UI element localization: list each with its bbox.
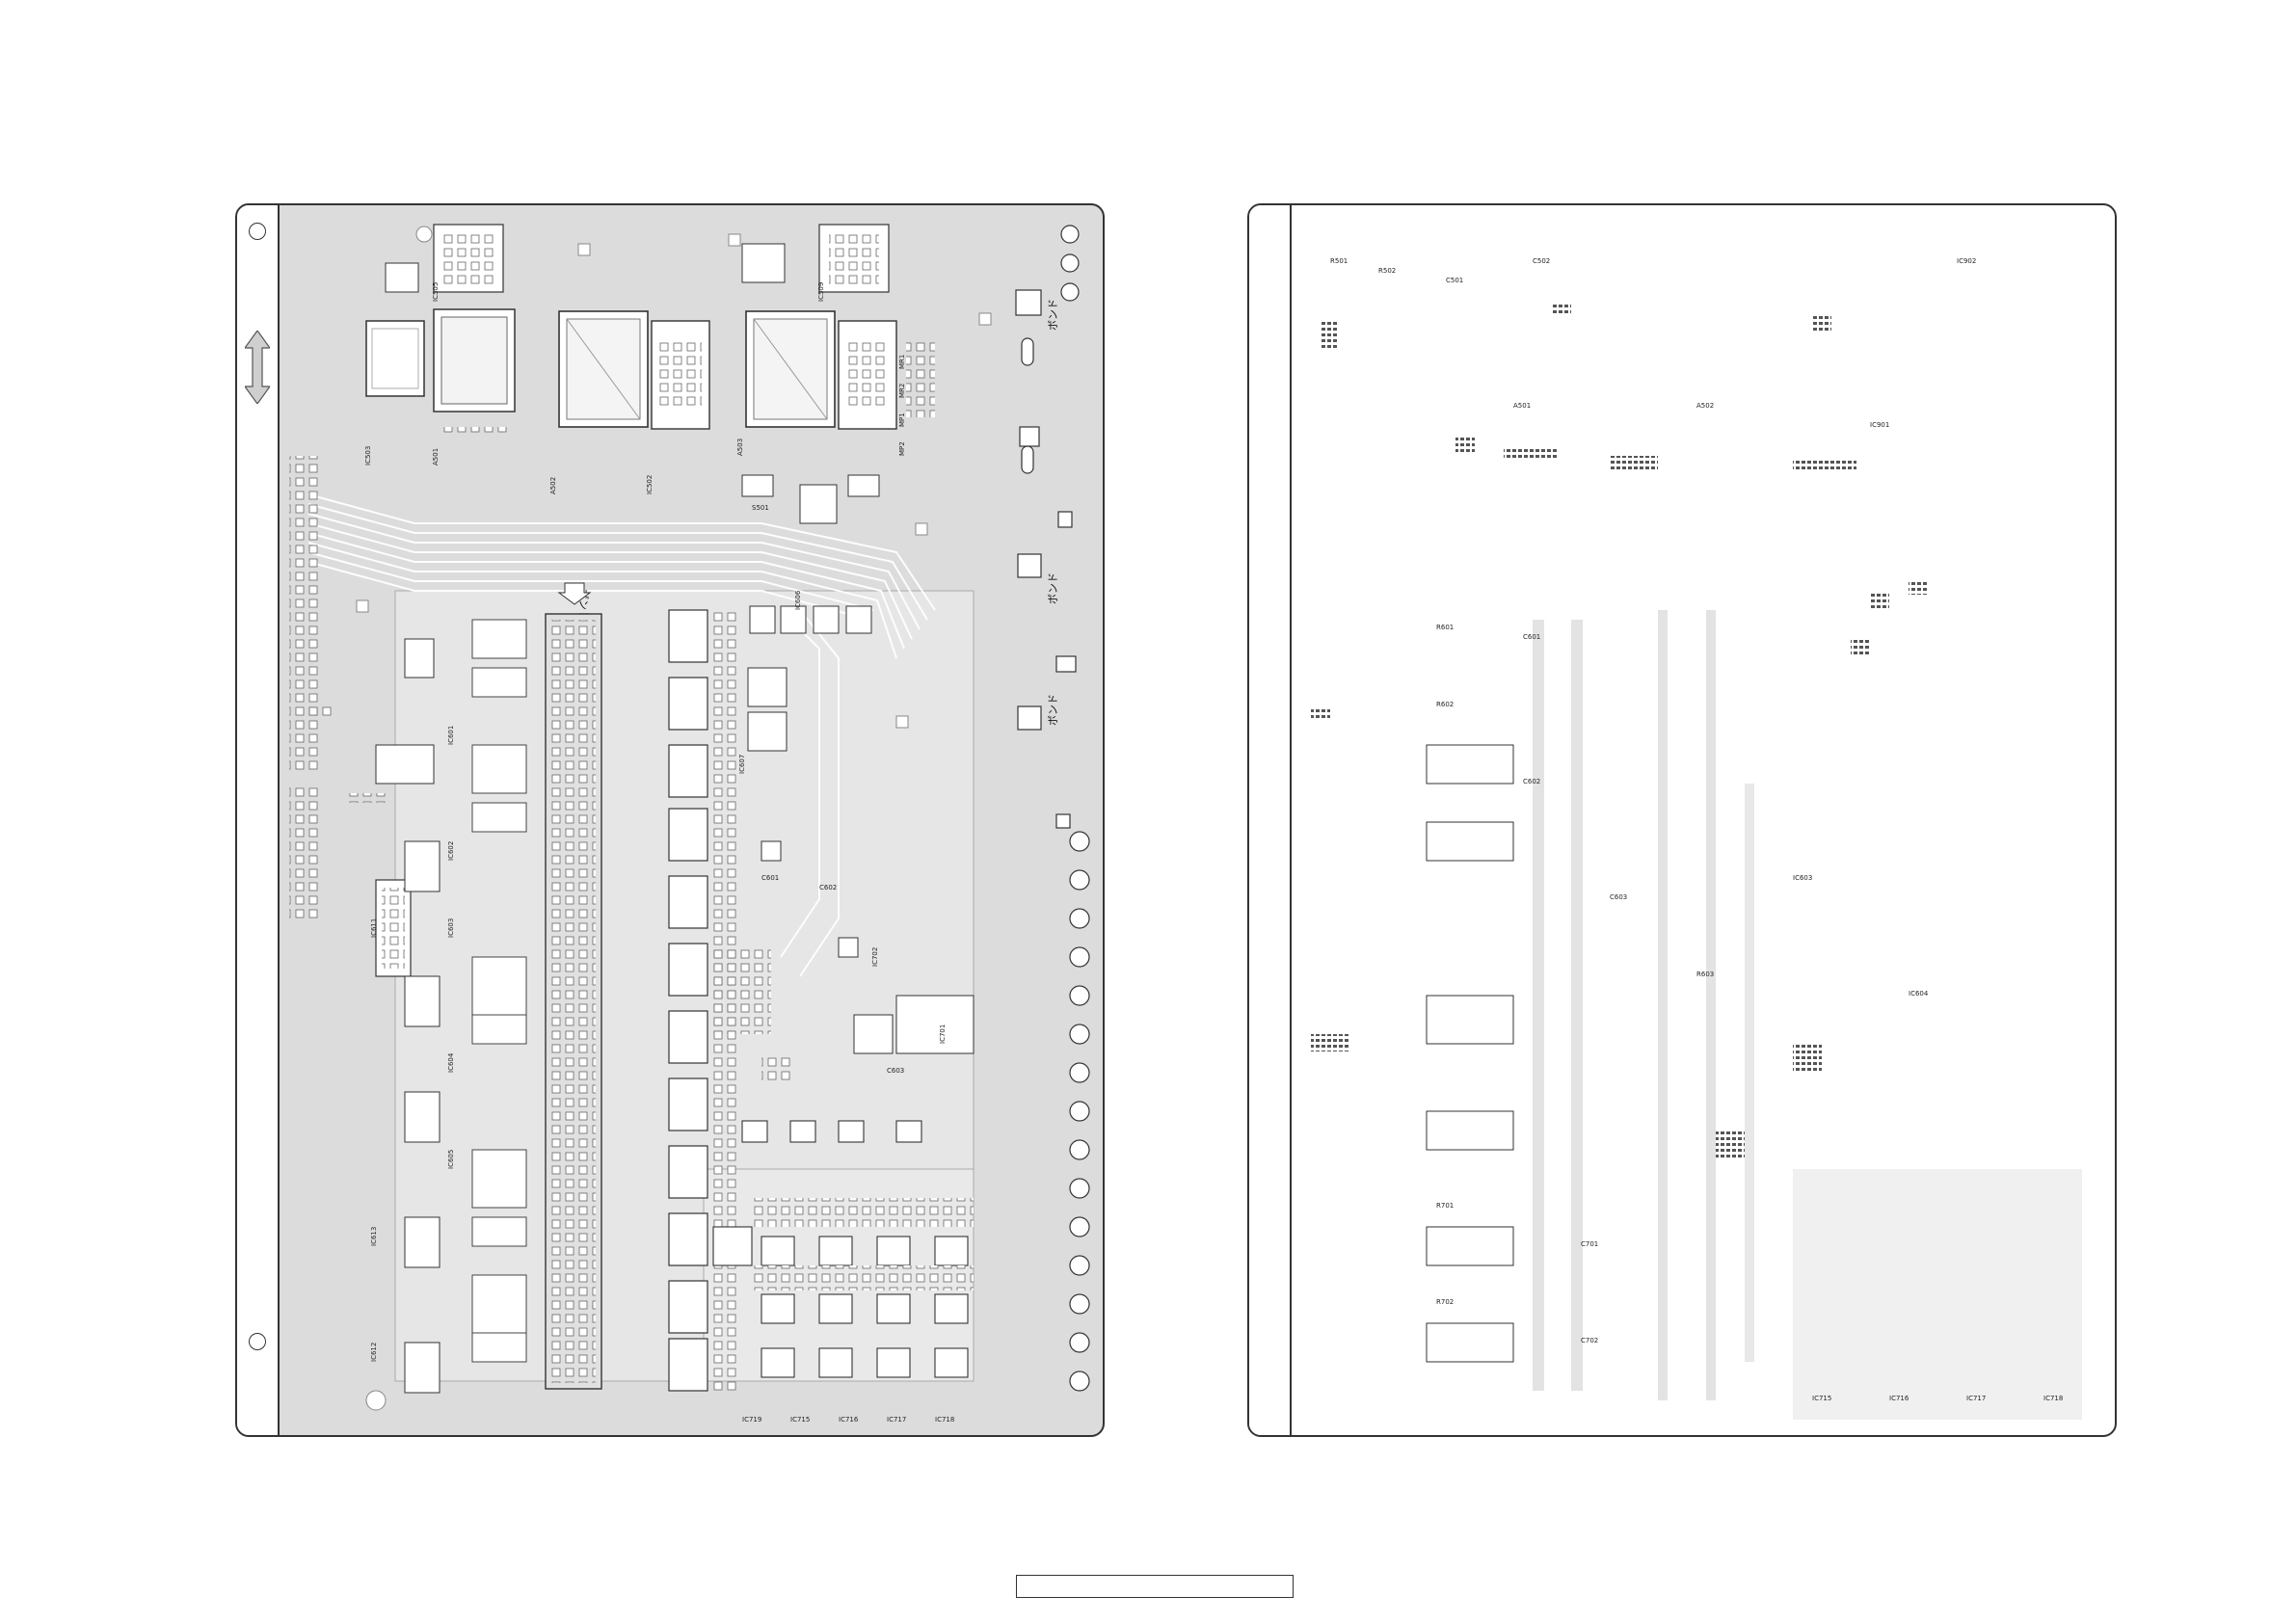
ic-label: IC605 [447, 1150, 455, 1169]
part-label: C603 [1610, 893, 1627, 901]
part-label: IC901 [1870, 421, 1889, 429]
ic-label: S501 [752, 504, 769, 512]
part-label: R702 [1436, 1298, 1454, 1306]
ic-label: IC719 [742, 1416, 761, 1423]
part-label: IC718 [2043, 1395, 2063, 1402]
ic-label: IC601 [447, 726, 455, 745]
part-label: R603 [1696, 971, 1714, 978]
ic-label: IC715 [790, 1416, 810, 1423]
ic-label: A501 [432, 448, 440, 466]
part-label: R602 [1436, 701, 1454, 708]
part-label: C701 [1581, 1240, 1598, 1248]
ic-label: IC717 [887, 1416, 906, 1423]
part-label: C602 [1523, 778, 1540, 785]
pcb-layout-right: R501 R502 C501 C502 A501 A502 IC901 IC90… [1311, 257, 2082, 1420]
ic-label: C602 [819, 884, 837, 891]
pcb-component-side: ボンド ボンド ボンド ボンド [235, 203, 1105, 1437]
part-label: R601 [1436, 624, 1454, 631]
part-label: R701 [1436, 1202, 1454, 1210]
ic-label: IC716 [839, 1416, 859, 1423]
ic-label: MR2 [898, 384, 906, 398]
part-label: IC902 [1957, 257, 1976, 265]
bond-label: ボンド [1047, 572, 1059, 604]
bond-label: ボンド [1047, 694, 1059, 726]
part-label: IC715 [1812, 1395, 1831, 1402]
ic-label: IC505 [432, 282, 440, 302]
ic-label: IC606 [794, 590, 802, 610]
pcb-solder-side: R501 R502 C501 C502 A501 A502 IC901 IC90… [1247, 203, 2117, 1437]
ic-label: IC702 [871, 947, 879, 967]
part-label: IC603 [1793, 874, 1812, 882]
part-label: A501 [1513, 402, 1531, 410]
double-arrow-icon [245, 331, 270, 404]
ic-label: MR1 [898, 355, 906, 369]
mounting-hole [249, 223, 266, 240]
footer-box [1016, 1575, 1294, 1598]
part-label: IC604 [1909, 990, 1929, 998]
ic-label: C603 [887, 1067, 904, 1075]
part-label: C502 [1533, 257, 1550, 265]
ic-label: IC611 [370, 918, 378, 938]
part-label: R502 [1378, 267, 1396, 275]
ic-label: A503 [736, 439, 744, 456]
ic-label: IC602 [447, 841, 455, 861]
ic-label: A502 [549, 477, 557, 494]
part-label: IC716 [1889, 1395, 1909, 1402]
ic-label: IC613 [370, 1227, 378, 1246]
board-rail [1249, 205, 1292, 1435]
part-label: C702 [1581, 1337, 1598, 1344]
pcb-layout-left: ボンド ボンド ボンド ボンド [289, 224, 1090, 1423]
ic-label: IC612 [370, 1343, 378, 1362]
ic-label: IC701 [939, 1024, 947, 1044]
part-label: C501 [1446, 277, 1463, 284]
ic-label: MP1 [898, 412, 906, 427]
ic-label: IC503 [364, 446, 372, 466]
ic-label: IC607 [738, 755, 746, 774]
bond-label: ボンド [1047, 299, 1059, 331]
mounting-hole [249, 1333, 266, 1350]
ic-label: IC604 [447, 1052, 455, 1073]
part-label: R501 [1330, 257, 1348, 265]
ic-label: IC509 [817, 282, 825, 302]
ic-label: IC718 [935, 1416, 954, 1423]
board-rail [237, 205, 280, 1435]
ic-label: C601 [761, 874, 779, 882]
part-label: A502 [1696, 402, 1714, 410]
part-label: C601 [1523, 633, 1540, 641]
ic-label: MP2 [898, 441, 906, 456]
ic-label: IC502 [646, 475, 654, 494]
ic-label: IC603 [447, 918, 455, 938]
part-label: IC717 [1966, 1395, 1986, 1402]
